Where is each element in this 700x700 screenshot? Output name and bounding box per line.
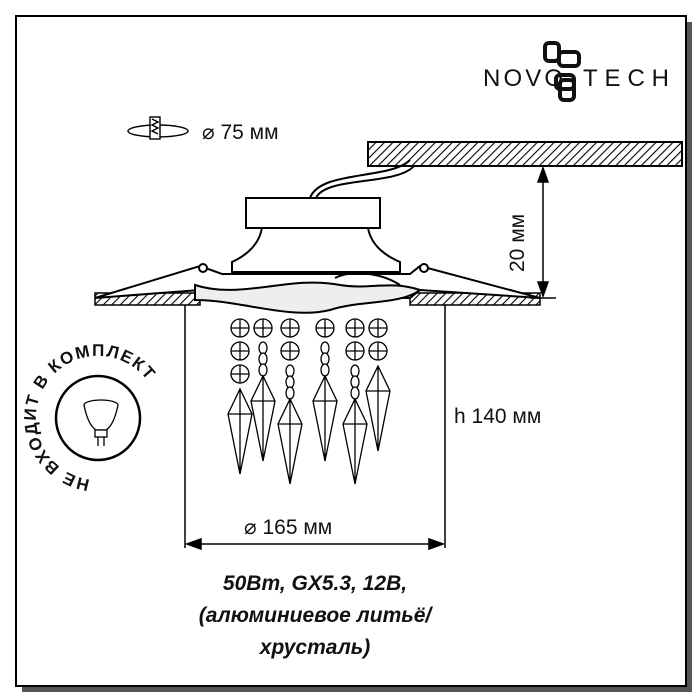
mr16-bulb-icon xyxy=(83,399,119,446)
crystal-drop xyxy=(227,387,253,475)
crystal-facet xyxy=(346,342,364,360)
crystal-facet xyxy=(369,319,387,337)
crystal-link xyxy=(258,363,268,377)
crystal-drop xyxy=(342,397,368,485)
crystal-facet xyxy=(369,342,387,360)
crystal-link xyxy=(285,386,295,400)
crystal-facet xyxy=(316,319,334,337)
crystal-link xyxy=(258,352,268,366)
height-label: h 140 мм xyxy=(454,405,542,428)
depth-dimension-line xyxy=(530,165,556,299)
diameter-label: ⌀ 165 мм xyxy=(244,516,333,539)
specs-caption: 50Вт, GX5.3, 12В, (алюминиевое литьё/ хр… xyxy=(0,568,630,664)
crystal-link xyxy=(285,375,295,389)
diameter-dimension-line xyxy=(184,537,446,551)
crystal-link xyxy=(350,364,360,378)
specs-line-1: 50Вт, GX5.3, 12В, xyxy=(222,572,408,595)
crystal-facet xyxy=(254,319,272,337)
crystal-facet xyxy=(231,319,249,337)
crystal-link xyxy=(320,363,330,377)
height-dimension-line xyxy=(184,305,446,548)
specs-line-2: (алюминиевое литьё/ xyxy=(198,604,432,627)
crystal-link xyxy=(320,341,330,355)
cutout-diameter-label: ⌀ 75 мм xyxy=(202,121,279,144)
crystal-link xyxy=(350,375,360,389)
crystal-link xyxy=(285,364,295,378)
specs-line-3: хрусталь) xyxy=(259,636,371,659)
crystal-link xyxy=(350,386,360,400)
recess-depth-label: 20 мм xyxy=(506,213,529,272)
crystal-facet xyxy=(231,342,249,360)
ceiling-cutout-icon xyxy=(127,116,189,140)
crystal-facet xyxy=(346,319,364,337)
crystal-drop xyxy=(250,374,276,462)
crystal-drop xyxy=(312,374,338,462)
crystal-facet xyxy=(281,342,299,360)
crystal-facet xyxy=(231,365,249,383)
crystal-drop xyxy=(365,364,391,452)
crystal-facet xyxy=(281,319,299,337)
ceiling xyxy=(367,141,683,167)
crystal-drop xyxy=(277,397,303,485)
crystal-pendants xyxy=(227,318,391,485)
crystal-link xyxy=(320,352,330,366)
crystal-link xyxy=(258,341,268,355)
lamp-body xyxy=(94,159,541,314)
